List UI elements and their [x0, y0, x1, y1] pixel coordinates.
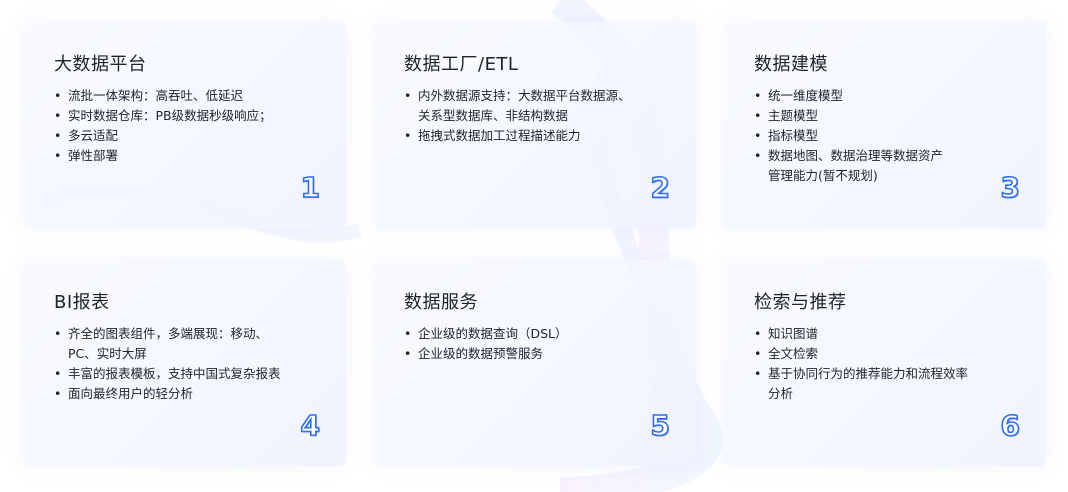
- card-feature-list: •流批一体架构：高吞吐、低延迟 •实时数据仓库：PB级数据秒级响应； •多云适配…: [54, 86, 324, 166]
- list-item: •内外数据源支持：大数据平台数据源、: [404, 88, 631, 103]
- list-item: •知识图谱: [754, 326, 819, 341]
- list-item-continuation: 管理能力(暂不规划): [768, 168, 878, 183]
- card-number-badge: 4: [300, 409, 321, 442]
- list-item: •拖拽式数据加工过程描述能力: [404, 128, 581, 143]
- list-item: •面向最终用户的轻分析: [54, 386, 194, 401]
- list-item: •弹性部署: [54, 148, 119, 163]
- card-feature-list: •内外数据源支持：大数据平台数据源、 关系型数据库、非结构数据 •拖拽式数据加工…: [404, 86, 674, 146]
- list-item: •企业级的数据查询（DSL）: [404, 326, 568, 341]
- list-item: •统一维度模型: [754, 88, 844, 103]
- list-item: •齐全的图表组件，多端展现：移动、: [54, 326, 269, 341]
- card-title: 大数据平台: [54, 54, 147, 75]
- card-feature-list: •齐全的图表组件，多端展现：移动、 PC、实时大屏 •丰富的报表模板，支持中国式…: [54, 324, 324, 404]
- card-number-badge: 6: [1000, 409, 1021, 442]
- card-number-badge: 3: [1000, 171, 1021, 204]
- card-feature-list: •企业级的数据查询（DSL） •企业级的数据预警服务: [404, 324, 674, 364]
- card-data-services: 数据服务 •企业级的数据查询（DSL） •企业级的数据预警服务 5: [374, 260, 696, 466]
- card-title: 数据服务: [404, 292, 478, 313]
- card-number-badge: 1: [300, 171, 321, 204]
- list-item-continuation: 关系型数据库、非结构数据: [418, 108, 569, 123]
- list-item: •丰富的报表模板，支持中国式复杂报表: [54, 366, 281, 381]
- list-item-continuation: 分析: [768, 386, 794, 401]
- list-item: •多云适配: [54, 128, 119, 143]
- card-title: 数据建模: [754, 54, 828, 75]
- card-number-badge: 5: [650, 409, 671, 442]
- card-title: 数据工厂/ETL: [404, 54, 519, 75]
- list-item: •企业级的数据预警服务: [404, 346, 544, 361]
- card-title: 检索与推荐: [754, 292, 847, 313]
- list-item: •全文检索: [754, 346, 819, 361]
- list-item-continuation: PC、实时大屏: [68, 346, 147, 361]
- card-data-factory-etl: 数据工厂/ETL •内外数据源支持：大数据平台数据源、 关系型数据库、非结构数据…: [374, 22, 696, 228]
- list-item: •基于协同行为的推荐能力和流程效率: [754, 366, 969, 381]
- card-number-badge: 2: [650, 171, 671, 204]
- feature-grid: 大数据平台 •流批一体架构：高吞吐、低延迟 •实时数据仓库：PB级数据秒级响应；…: [24, 22, 1046, 470]
- list-item: •主题模型: [754, 108, 819, 123]
- card-search-recommendation: 检索与推荐 •知识图谱 •全文检索 •基于协同行为的推荐能力和流程效率 分析 6: [724, 260, 1046, 466]
- card-big-data-platform: 大数据平台 •流批一体架构：高吞吐、低延迟 •实时数据仓库：PB级数据秒级响应；…: [24, 22, 346, 228]
- card-feature-list: •统一维度模型 •主题模型 •指标模型 •数据地图、数据治理等数据资产 管理能力…: [754, 86, 1024, 186]
- list-item: •数据地图、数据治理等数据资产: [754, 148, 944, 163]
- card-feature-list: •知识图谱 •全文检索 •基于协同行为的推荐能力和流程效率 分析: [754, 324, 1024, 404]
- list-item: •指标模型: [754, 128, 819, 143]
- list-item: •实时数据仓库：PB级数据秒级响应；: [54, 108, 272, 123]
- card-bi-reports: BI报表 •齐全的图表组件，多端展现：移动、 PC、实时大屏 •丰富的报表模板，…: [24, 260, 346, 466]
- list-item: •流批一体架构：高吞吐、低延迟: [54, 88, 244, 103]
- card-data-modeling: 数据建模 •统一维度模型 •主题模型 •指标模型 •数据地图、数据治理等数据资产…: [724, 22, 1046, 228]
- card-title: BI报表: [54, 292, 110, 313]
